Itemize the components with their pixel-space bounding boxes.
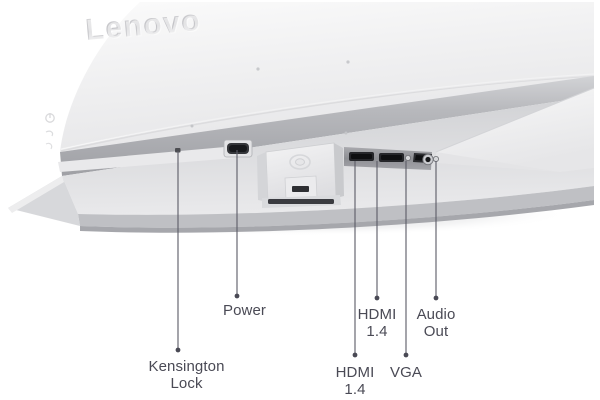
monitor-left-corner-edge [8, 176, 64, 213]
screw-hole-left [190, 124, 194, 128]
power-port [223, 139, 253, 158]
callout-label-power: Power [222, 302, 267, 319]
leader-dot-hdmi-1 [352, 352, 358, 358]
stand-pivot-emblem [289, 154, 311, 170]
back-panel-seam [60, 75, 595, 152]
callout-label-kensington-lock: Kensington Lock [148, 358, 225, 392]
screw-hole-top-left [256, 67, 260, 71]
callout-label-vga: VGA [390, 364, 422, 381]
leader-dot-hdmi-2 [374, 295, 380, 301]
stand-pivot-emblem-inner [295, 158, 305, 166]
back-button-icon [45, 142, 53, 150]
stand-release-latch [292, 186, 309, 192]
leader-dot-kensington-lock [175, 347, 181, 353]
monitor-bottom-rim-shadow [80, 200, 594, 233]
callout-leader-dots [175, 293, 439, 358]
callout-label-hdmi-1: HDMI 1.4 [335, 364, 375, 398]
monitor-bottom-rim [78, 186, 594, 228]
monitor-back-top-facet [61, 2, 594, 149]
callout-label-audio-out: Audio Out [416, 306, 456, 340]
leader-dot-vga [403, 352, 409, 358]
monitor-left-corner-wedge [8, 176, 80, 226]
stand-neck-left-face [257, 152, 268, 202]
callout-leader-lines [177, 150, 437, 355]
hdmi-port-left [349, 152, 374, 161]
leader-dot-power [234, 293, 240, 299]
monitor-right-corner-wedge [436, 88, 594, 172]
stand-neck-right-face [334, 143, 344, 198]
audio-jack-port [422, 153, 434, 166]
menu-button-icon [45, 130, 54, 137]
monitor-right-edge-line [435, 87, 595, 153]
callout-label-hdmi-2: HDMI 1.4 [357, 306, 397, 340]
osd-control-icons [45, 113, 55, 150]
kensington-lock-slot [175, 148, 181, 153]
hdmi-port-right [379, 153, 404, 162]
screw-hole-top-right [346, 60, 350, 64]
stand-base-slot [268, 199, 334, 204]
leader-dot-audio-out [433, 295, 439, 301]
screw-hole-right [344, 131, 348, 135]
